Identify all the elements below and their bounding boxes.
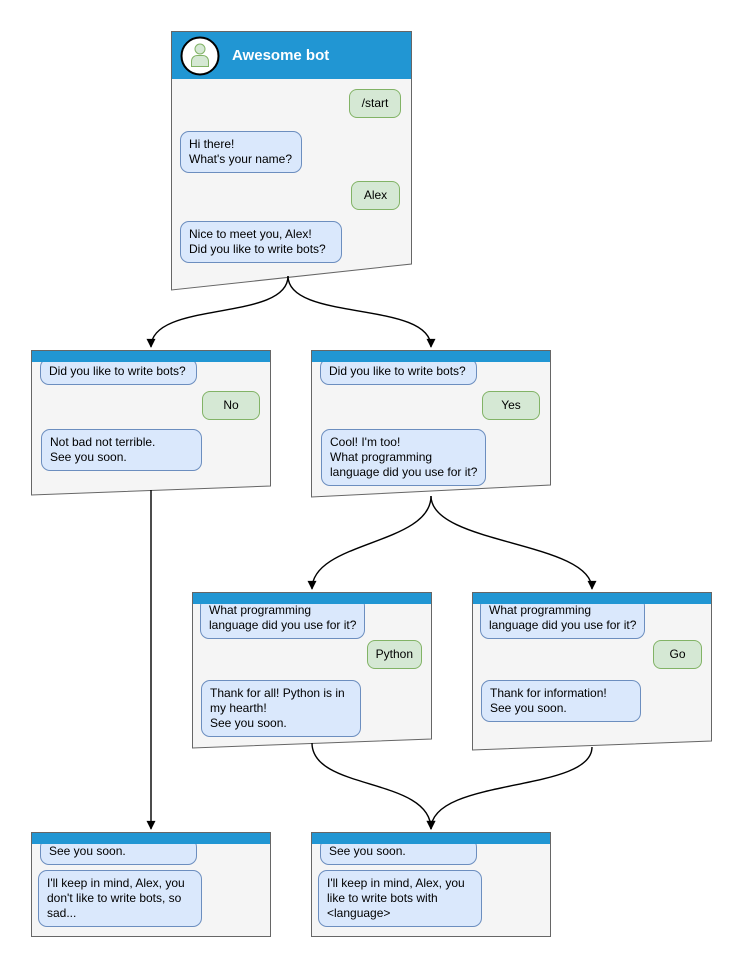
window-title-bar xyxy=(473,593,711,604)
user-message-answer: Python xyxy=(366,640,422,669)
window-title-bar xyxy=(193,593,431,604)
bot-message-reply: I'll keep in mind, Alex, you don't like … xyxy=(38,870,202,927)
chat-window-python: What programming language did you use fo… xyxy=(193,593,431,745)
bot-message-reply: I'll keep in mind, Alex, you like to wri… xyxy=(318,870,482,927)
user-message-answer: Go xyxy=(653,640,702,669)
bot-message-question: Did you like to write bots? xyxy=(320,358,477,385)
chat-window-end-no: See you soon. I'll keep in mind, Alex, y… xyxy=(32,833,270,936)
bot-message-reply: Thank for information! See you soon. xyxy=(481,680,641,722)
edge-go-to-end xyxy=(426,746,593,830)
bot-message-question: Did you like to write bots? xyxy=(40,358,197,385)
bot-message-reply: Not bad not terrible. See you soon. xyxy=(41,429,202,471)
bot-message-greeting: Hi there! What's your name? xyxy=(180,131,302,173)
bot-avatar-icon xyxy=(180,36,220,75)
edge-yes-to-go xyxy=(430,495,597,590)
chat-window-end-yes: See you soon. I'll keep in mind, Alex, y… xyxy=(312,833,550,936)
user-message-answer: No xyxy=(202,391,260,420)
bot-message-reply: Cool! I'm too! What programming language… xyxy=(321,429,487,486)
user-message-name: Alex xyxy=(351,181,400,210)
edge-yes-to-python xyxy=(307,495,432,590)
edge-root-to-yes xyxy=(287,275,436,348)
chat-header: Awesome bot xyxy=(172,32,411,79)
chat-title: Awesome bot xyxy=(232,47,330,64)
bot-message-reply: Thank for all! Python is in my hearth! S… xyxy=(201,680,361,737)
window-title-bar xyxy=(32,351,270,362)
user-message-start: /start xyxy=(349,89,401,118)
window-title-bar xyxy=(32,833,270,844)
window-title-bar xyxy=(312,351,550,362)
chat-window-root: Awesome bot /start Hi there! What's your… xyxy=(172,32,411,263)
edge-python-to-end xyxy=(311,742,436,830)
chat-window-yes: Did you like to write bots? Yes Cool! I'… xyxy=(312,351,550,493)
edge-root-to-no xyxy=(146,275,289,348)
bot-message-question: Nice to meet you, Alex! Did you like to … xyxy=(180,221,342,263)
chat-window-no: Did you like to write bots? No Not bad n… xyxy=(32,351,270,491)
user-message-answer: Yes xyxy=(482,391,540,420)
chat-window-go: What programming language did you use fo… xyxy=(473,593,711,747)
window-title-bar xyxy=(312,833,550,844)
